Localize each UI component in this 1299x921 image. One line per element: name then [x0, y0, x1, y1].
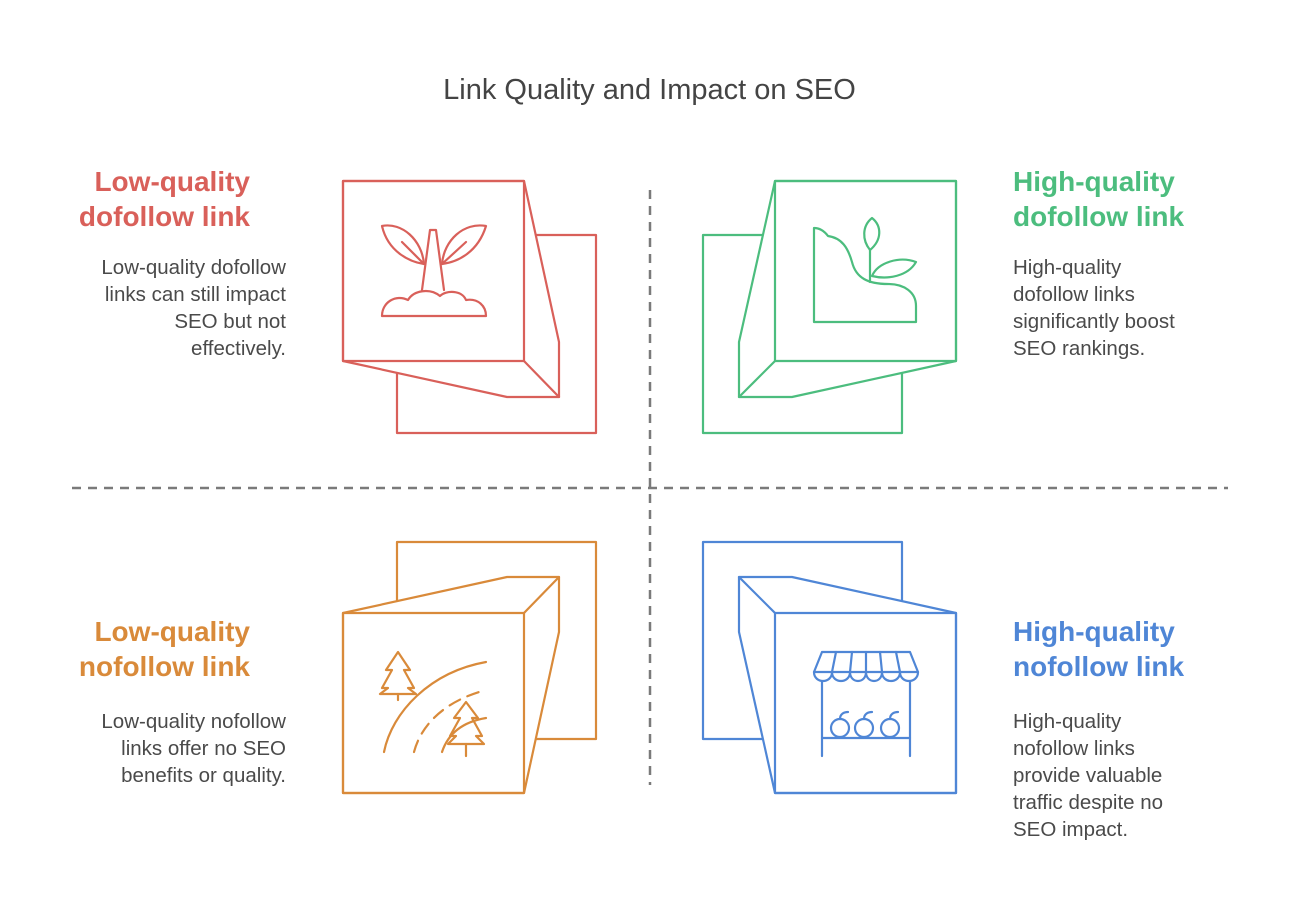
description-low-quality-dofollow: Low-quality dofollow links can still imp… [101, 256, 286, 360]
heading-high-quality-dofollow: High-quality dofollow link [1013, 166, 1185, 232]
heading-low-quality-dofollow: Low-quality dofollow link [78, 166, 250, 232]
plant-growth-icon [812, 216, 918, 324]
market-stall-icon [812, 650, 920, 758]
sprout-icon [380, 224, 488, 318]
description-high-quality-nofollow: High-quality nofollow links provide valu… [1013, 710, 1164, 841]
heading-low-quality-nofollow: Low-quality nofollow link [78, 616, 250, 682]
cube-low-quality-nofollow [341, 540, 598, 795]
description-low-quality-nofollow: Low-quality nofollow links offer no SEO … [101, 710, 286, 787]
description-high-quality-dofollow: High-quality dofollow links significantl… [1013, 256, 1175, 360]
heading-high-quality-nofollow: High-quality nofollow link [1013, 616, 1185, 682]
diagram-title: Link Quality and Impact on SEO [443, 74, 856, 106]
cube-high-quality-dofollow [701, 179, 958, 435]
forest-road-icon [378, 650, 488, 758]
cube-high-quality-nofollow [701, 540, 958, 795]
cube-low-quality-dofollow [341, 179, 598, 435]
